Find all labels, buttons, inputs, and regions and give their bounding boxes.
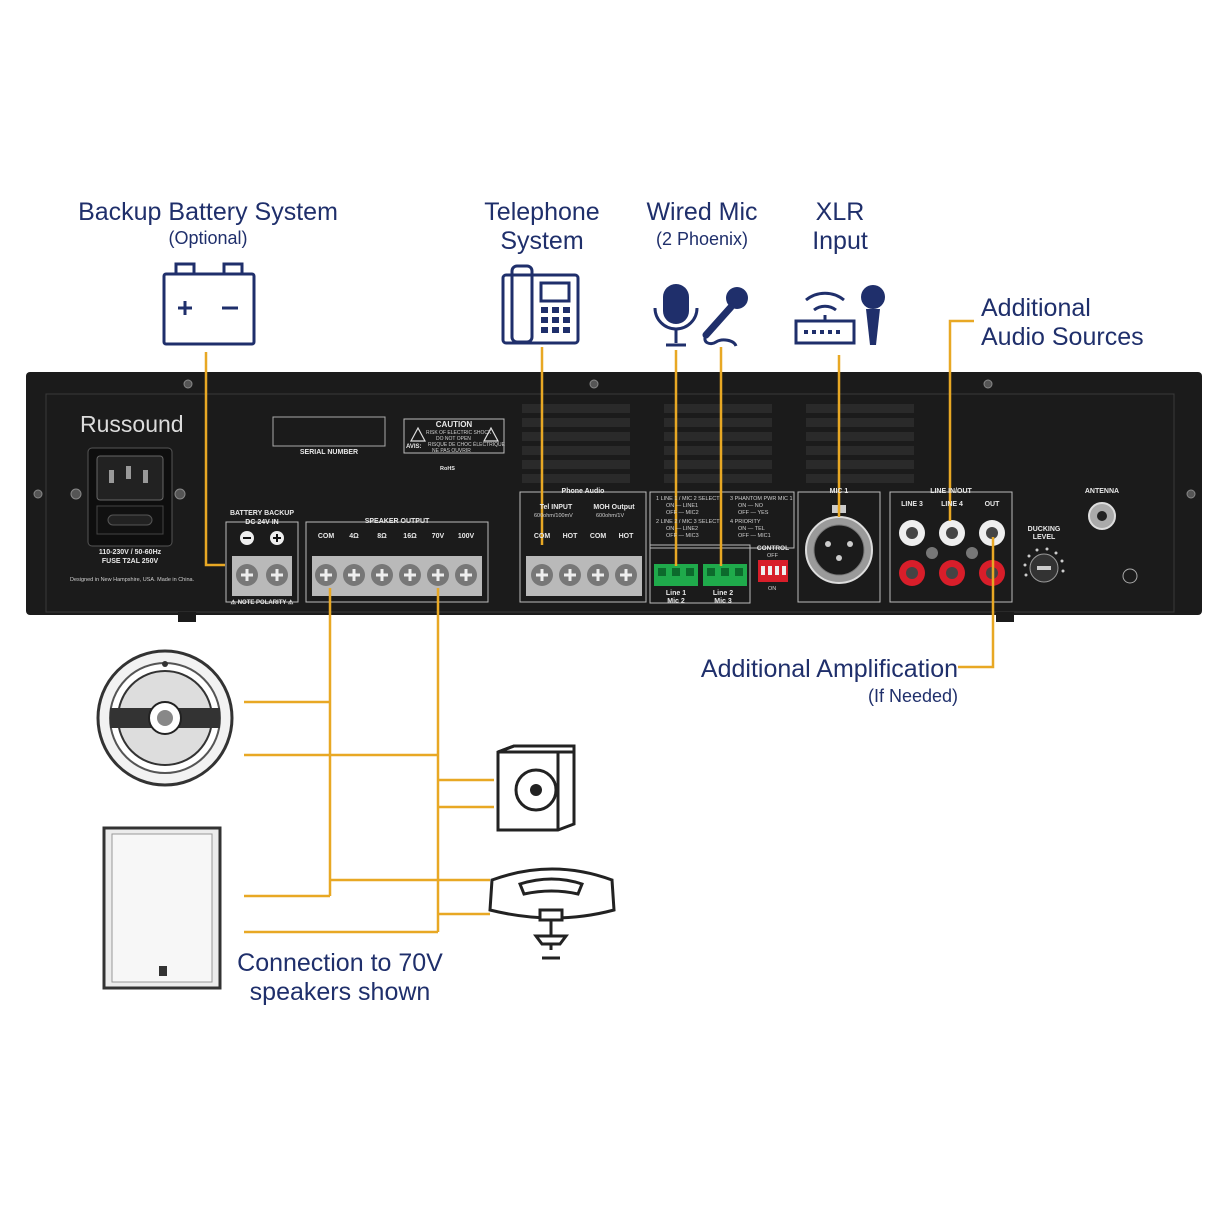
caution-line-2: DO NOT OPEN <box>436 436 471 442</box>
caution-line-1: RISK OF ELECTRIC SHOCK <box>426 430 492 436</box>
telephone-title-line1: Telephone <box>484 198 600 226</box>
speaker-term-label: 8Ω <box>377 533 387 540</box>
battery-icon <box>162 262 256 346</box>
phone-term-label: HOT <box>562 533 578 540</box>
dip-1a: ON — LINE1 <box>666 503 699 509</box>
mic2-label: Mic 2 <box>667 598 685 605</box>
moh-output-spec: 600ohm/1V <box>596 513 625 519</box>
avis-label: AVIS: <box>406 444 422 450</box>
box-speaker-icon <box>496 744 576 832</box>
serial-label: SERIAL NUMBER <box>299 449 359 456</box>
battery-title: Backup Battery System <box>78 198 338 226</box>
phone-audio-label: Phone Audio <box>561 488 605 495</box>
speaker-term-label: 4Ω <box>349 533 359 540</box>
telephone-icon <box>501 264 580 345</box>
horn-speaker-icon <box>488 867 616 960</box>
tel-input-label: Tel INPUT <box>539 504 573 511</box>
dip-3: 3 PHANTOM PWR MIC 1 <box>730 496 793 502</box>
mic3-label: Mic 3 <box>714 598 732 605</box>
caution-label: CAUTION <box>435 420 473 429</box>
wall-speaker-icon <box>102 826 222 990</box>
amplification-title: Additional Amplification <box>700 655 958 683</box>
amplification-subtitle: (If Needed) <box>867 686 958 706</box>
wired-mic-subtitle: (2 Phoenix) <box>655 229 749 249</box>
line1-label: Line 1 <box>665 590 687 597</box>
power-info-1: 110-230V / 50-60Hz <box>98 549 162 556</box>
line3-label: LINE 3 <box>901 501 923 508</box>
dip-1: 1 LINE 1 / MIC 2 SELECT <box>656 496 720 502</box>
speaker-term-label: 16Ω <box>403 533 417 540</box>
control-off: OFF <box>767 553 778 559</box>
dip-4: 4 PRIORITY <box>730 519 761 525</box>
dip-2: 2 LINE 2 / MIC 3 SELECT <box>656 519 720 525</box>
handheld-mic-icon <box>702 287 748 347</box>
ceiling-speaker-icon <box>96 649 234 787</box>
audio-sources-line2: Audio Sources <box>981 323 1144 351</box>
xlr-title-line1: XLR <box>815 198 865 226</box>
avis-line-1: RISQUE DE CHOC ÉLECTRIQUE <box>428 442 505 448</box>
dip-3b: OFF — YES <box>738 510 769 516</box>
power-info-2: FUSE T2AL 250V <box>101 558 159 565</box>
line2-label: Line 2 <box>712 590 734 597</box>
rohs-label: RoHS <box>440 466 455 472</box>
connection-note-line1: Connection to 70V <box>237 949 443 977</box>
telephone-title-line2: System <box>500 227 584 255</box>
tel-input-spec: 600ohm/100mV <box>534 513 573 519</box>
designed-text: Designed in New Hampshire, USA. Made in … <box>70 577 195 583</box>
handheld-xlr-mic-icon <box>861 285 885 345</box>
line4-label: LINE 4 <box>941 501 963 508</box>
out-label: OUT <box>984 501 1000 508</box>
wireless-receiver-icon <box>794 291 856 345</box>
battery-dc-label: DC 24V IN <box>245 519 279 526</box>
dip-2a: ON — LINE2 <box>666 526 699 532</box>
connection-wires <box>204 319 995 934</box>
ducking-label-2: LEVEL <box>1032 534 1056 541</box>
battery-backup-label: BATTERY BACKUP <box>229 510 295 517</box>
ducking-label-1: DUCKING <box>1027 526 1061 533</box>
brand-logo: Russound <box>80 411 184 437</box>
moh-output-label: MOH Output <box>593 504 635 511</box>
amplifier-rear-panel <box>26 372 1202 622</box>
control-label: CONTROL <box>756 545 790 552</box>
wired-mic-title: Wired Mic <box>646 198 758 226</box>
antenna-label: ANTENNA <box>1084 488 1120 495</box>
speaker-term-label: 100V <box>457 533 475 540</box>
xlr-title-line2: Input <box>812 227 868 255</box>
dip-4b: OFF — MIC1 <box>738 533 771 539</box>
speaker-output-label: SPEAKER OUTPUT <box>364 518 430 525</box>
avis-line-2: NE PAS OUVRIR <box>432 448 471 454</box>
microphone-icon <box>653 284 699 347</box>
connection-note-line2: speakers shown <box>249 978 431 1006</box>
speaker-term-label: COM <box>317 533 335 540</box>
note-polarity: ⚠ NOTE POLARITY ⚠ <box>230 600 294 606</box>
phone-term-label: COM <box>533 533 551 540</box>
dip-3a: ON — NO <box>738 503 764 509</box>
control-on: ON <box>768 586 777 592</box>
phone-term-label: COM <box>589 533 607 540</box>
battery-subtitle: (Optional) <box>168 228 248 248</box>
dip-4a: ON — TEL <box>738 526 765 532</box>
line-inout-label: LINE IN/OUT <box>930 488 972 495</box>
dip-1b: OFF — MIC2 <box>666 510 699 516</box>
dip-2b: OFF — MIC3 <box>666 533 699 539</box>
speaker-term-label: 70V <box>431 533 445 540</box>
mic1-label: MIC 1 <box>829 488 849 495</box>
phone-term-label: HOT <box>618 533 634 540</box>
audio-sources-line1: Additional <box>981 294 1091 322</box>
